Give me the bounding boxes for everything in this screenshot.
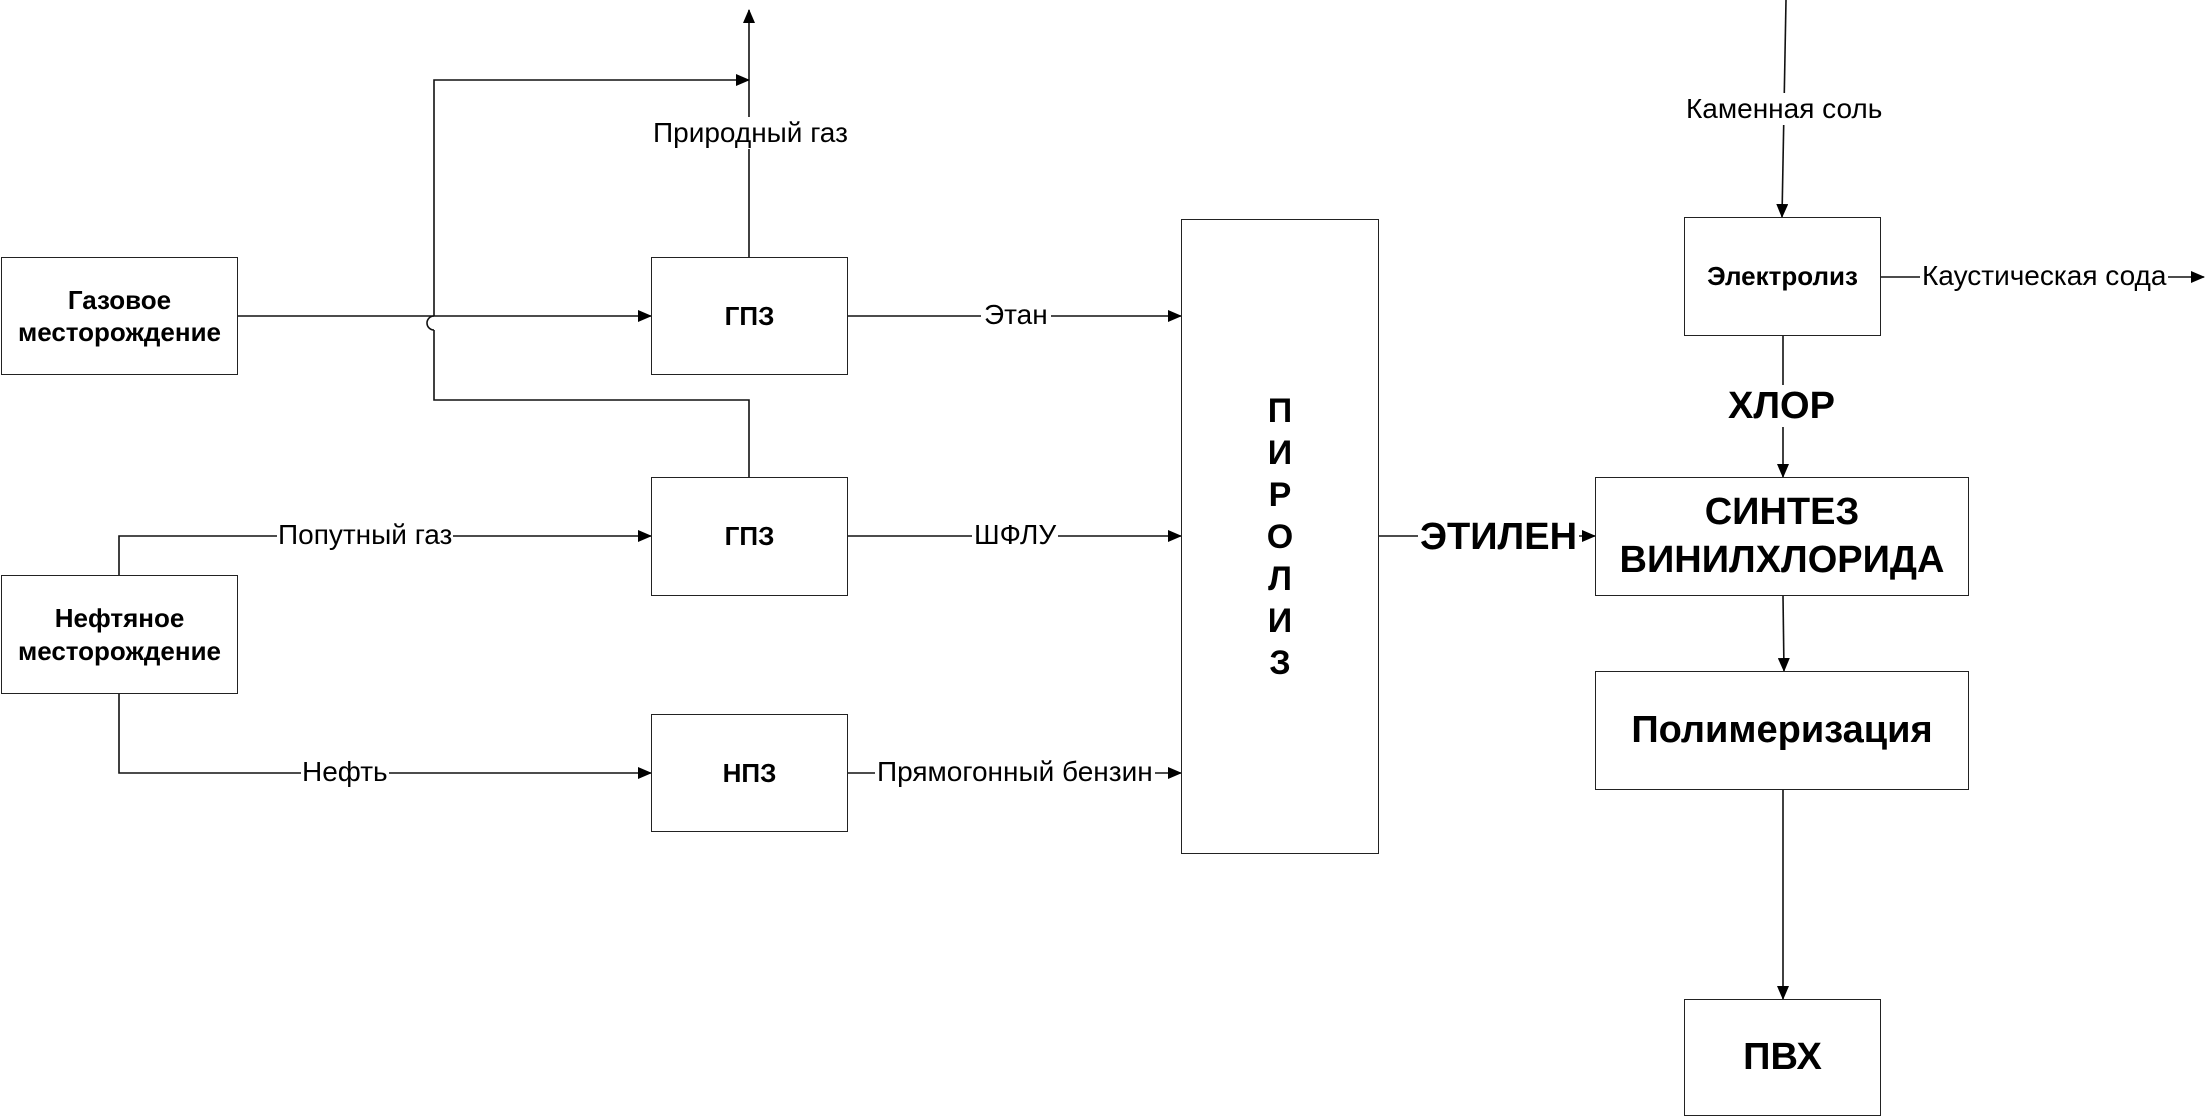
pvc-label: ПВХ [1743,1036,1822,1078]
pyrolysis-box: П И Р О Л И З [1181,219,1379,854]
polymerization-label: Полимеризация [1631,709,1933,751]
electrolysis-label: Электролиз [1707,261,1858,291]
npz-box: НПЗ [651,714,848,832]
oil-line [118,694,652,779]
gpz2-gas-bypass-line [433,330,750,477]
oil-field-label: Нефтяное месторождение [17,603,222,666]
pyrolysis-letter: И [1267,433,1293,472]
pyrolysis-letter: З [1269,643,1291,682]
caustic-soda-label: Каустическая сода [1920,260,2169,291]
pvc-box: ПВХ [1684,999,1881,1116]
line-hop [426,315,435,331]
electrolysis-box: Электролиз [1684,217,1881,336]
gpz-2-box: ГПЗ [651,477,848,596]
gpz-2-label: ГПЗ [724,521,775,551]
natural-gas-label: Природный газ [651,117,850,149]
pyrolysis-letter: Р [1268,475,1292,514]
pyrolysis-letter: П [1267,391,1293,430]
straight-run-gasoline-label: Прямогонный бензин [875,756,1155,787]
gas-field-box: Газовое месторождение [1,257,238,375]
ethane-label: Этан [981,300,1051,330]
pyrolysis-letter: О [1266,517,1294,556]
gpz-1-box: ГПЗ [651,257,848,375]
synthesis-to-polymerization-line [1777,595,1790,672]
rock-salt-label: Каменная соль [1684,93,1885,125]
pyrolysis-letter: Л [1268,559,1292,598]
gas-field-label: Газовое месторождение [17,284,222,348]
associated-gas-line [118,530,652,575]
pyrolysis-label: П И Р О Л И З [1267,394,1293,680]
vinyl-chloride-synthesis-label: СИНТЕЗ ВИНИЛХЛОРИДА [1619,491,1945,581]
oil-field-box: Нефтяное месторождение [1,575,238,694]
bypass-to-natural-gas-line [433,74,750,316]
polymerization-box: Полимеризация [1595,671,1969,790]
oil-label: Нефть [301,756,389,787]
pyrolysis-letter: И [1267,601,1293,640]
npz-label: НПЗ [722,757,777,788]
ethylene-label: ЭТИЛЕН [1418,516,1580,558]
associated-gas-label: Попутный газ [277,519,454,550]
shflu-label: ШФЛУ [972,519,1059,550]
vinyl-chloride-synthesis-box: СИНТЕЗ ВИНИЛХЛОРИДА [1595,477,1969,596]
chlorine-label: ХЛОР [1725,385,1838,427]
gpz-1-label: ГПЗ [724,300,775,331]
